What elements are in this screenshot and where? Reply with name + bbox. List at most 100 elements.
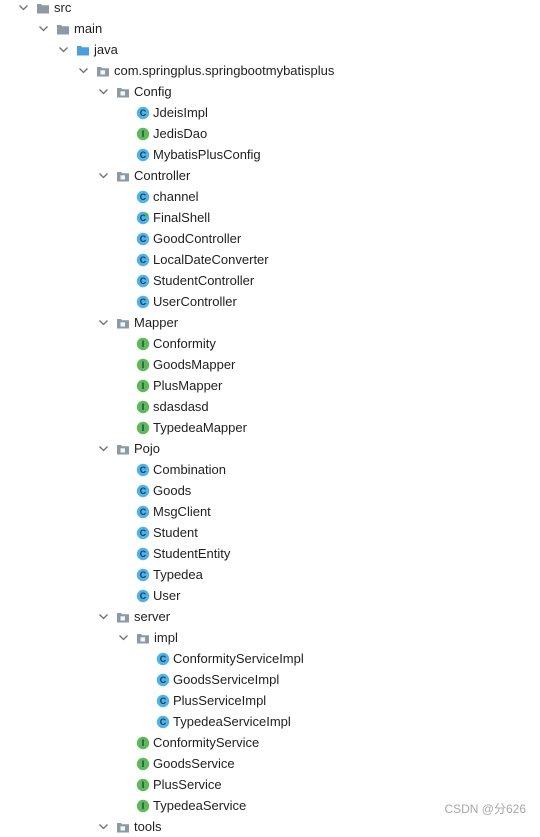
tree-label: ConformityServiceImpl [173, 651, 304, 666]
tree-label: PlusMapper [153, 378, 223, 393]
runnable-class-icon: C [136, 211, 150, 225]
svg-text:I: I [142, 780, 145, 790]
tree-label: ConformityService [153, 735, 260, 750]
svg-text:C: C [140, 150, 147, 160]
chevron-down-icon[interactable] [116, 627, 130, 648]
svg-text:I: I [142, 402, 145, 412]
tree-label: LocalDateConverter [153, 252, 269, 267]
package-icon [116, 442, 130, 456]
class-icon: C [136, 148, 150, 162]
source-folder-icon [76, 43, 90, 57]
class-icon: C [156, 694, 170, 708]
chevron-down-icon[interactable] [96, 816, 110, 837]
chevron-down-icon[interactable] [96, 438, 110, 459]
svg-text:I: I [142, 801, 145, 811]
tree-node-java[interactable]: java [0, 39, 540, 60]
interface-icon: I [136, 400, 150, 414]
class-icon: C [156, 715, 170, 729]
chevron-down-icon[interactable] [76, 60, 90, 81]
tree-node-server[interactable]: server [0, 606, 540, 627]
tree-label: FinalShell [153, 210, 211, 225]
class-icon: C [156, 652, 170, 666]
chevron-down-icon[interactable] [96, 606, 110, 627]
class-icon: C [136, 190, 150, 204]
interface-icon: I [136, 757, 150, 771]
svg-text:I: I [142, 423, 145, 433]
tree-leaf-plusmapper[interactable]: I PlusMapper [0, 375, 540, 396]
package-icon [116, 610, 130, 624]
tree-node-mapper[interactable]: Mapper [0, 312, 540, 333]
interface-icon: I [136, 358, 150, 372]
svg-text:C: C [160, 717, 167, 727]
svg-text:C: C [140, 297, 147, 307]
class-icon: C [156, 673, 170, 687]
tree-label: Mapper [134, 315, 179, 330]
svg-text:I: I [142, 381, 145, 391]
tree-label: Typedea [153, 567, 203, 582]
tree-label: Conformity [153, 336, 216, 351]
interface-icon: I [136, 379, 150, 393]
chevron-down-icon[interactable] [36, 18, 50, 39]
svg-text:C: C [140, 549, 147, 559]
chevron-down-icon[interactable] [96, 81, 110, 102]
svg-text:I: I [142, 759, 145, 769]
tree-leaf-plusservice[interactable]: I PlusService [0, 774, 540, 795]
svg-text:C: C [140, 108, 147, 118]
tree-label: Pojo [134, 441, 161, 456]
tree-node-impl[interactable]: impl [0, 627, 540, 648]
chevron-down-icon[interactable] [16, 0, 30, 18]
tree-label: Combination [153, 462, 226, 477]
tree-label: server [134, 609, 171, 624]
class-icon: C [136, 106, 150, 120]
svg-text:C: C [160, 675, 167, 685]
svg-text:I: I [142, 360, 145, 370]
chevron-down-icon[interactable] [96, 312, 110, 333]
tree-node-tools[interactable]: tools [0, 816, 540, 837]
svg-text:C: C [140, 276, 147, 286]
tree-label: java [94, 42, 118, 57]
tree-leaf-goodsserviceimpl[interactable]: C GoodsServiceImpl [0, 669, 540, 690]
chevron-down-icon[interactable] [56, 39, 70, 60]
tree-node-main[interactable]: main [0, 18, 540, 39]
svg-text:C: C [160, 696, 167, 706]
package-icon [116, 169, 130, 183]
tree-label: PlusService [153, 777, 222, 792]
chevron-down-icon[interactable] [96, 165, 110, 186]
tree-node-controller[interactable]: Controller [0, 165, 540, 186]
tree-label: GoodsServiceImpl [173, 672, 280, 687]
class-icon: C [136, 463, 150, 477]
tree-node-config[interactable]: Config [0, 81, 540, 102]
package-icon [116, 85, 130, 99]
tree-node-com-springplus-springbootmybatisplus[interactable]: com.springplus.springbootmybatisplus [0, 60, 540, 81]
class-icon: C [136, 232, 150, 246]
tree-node-pojo[interactable]: Pojo [0, 438, 540, 459]
interface-icon: I [136, 736, 150, 750]
tree-node-src[interactable]: src [0, 0, 540, 18]
